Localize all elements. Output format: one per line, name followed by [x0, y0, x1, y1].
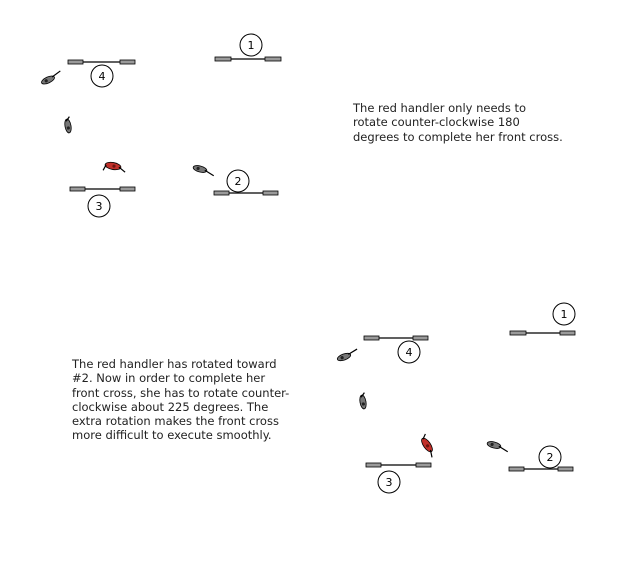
- jump-1: 1: [214, 33, 282, 62]
- handler-icon: [359, 392, 367, 410]
- jump-number-label: 2: [547, 451, 554, 464]
- jump-number-label: 4: [406, 346, 413, 359]
- jump-2: 2: [508, 445, 574, 472]
- jump-number-circle: [90, 64, 114, 88]
- handler-icon: [486, 441, 509, 453]
- jump-4: 4: [363, 335, 429, 364]
- handler-icon: [192, 165, 215, 177]
- jump-number-label: 2: [235, 175, 242, 188]
- jump-number-circle: [226, 169, 250, 193]
- handler-icon: [64, 116, 72, 134]
- jump-number-label: 4: [99, 70, 106, 83]
- jump-1: 1: [509, 302, 576, 336]
- handler-icon: [41, 70, 61, 85]
- jump-3: 3: [69, 186, 136, 218]
- jump-number-circle: [538, 445, 562, 469]
- jump-number-circle: [397, 340, 421, 364]
- jump-number-label: 1: [248, 39, 255, 52]
- bottom-diagram: 1 4 3 2: [336, 302, 576, 494]
- handler-icon: [336, 348, 358, 362]
- jump-number-circle: [87, 194, 111, 218]
- jump-number-circle: [552, 302, 576, 326]
- jump-number-circle: [239, 33, 263, 57]
- top-caption: The red handler only needs to rotate cou…: [353, 101, 563, 144]
- jump-number-label: 3: [96, 200, 103, 213]
- jump-number-circle: [377, 470, 401, 494]
- jump-number-label: 3: [386, 476, 393, 489]
- red-handler-icon: [421, 433, 433, 458]
- jump-number-label: 1: [561, 308, 568, 321]
- red-handler-icon: [102, 161, 126, 173]
- jump-4: 4: [67, 59, 136, 88]
- top-diagram: 1 4 3 2: [41, 33, 282, 218]
- jump-3: 3: [365, 462, 432, 494]
- bottom-caption: The red handler has rotated toward #2. N…: [72, 357, 290, 443]
- jump-2: 2: [213, 169, 279, 196]
